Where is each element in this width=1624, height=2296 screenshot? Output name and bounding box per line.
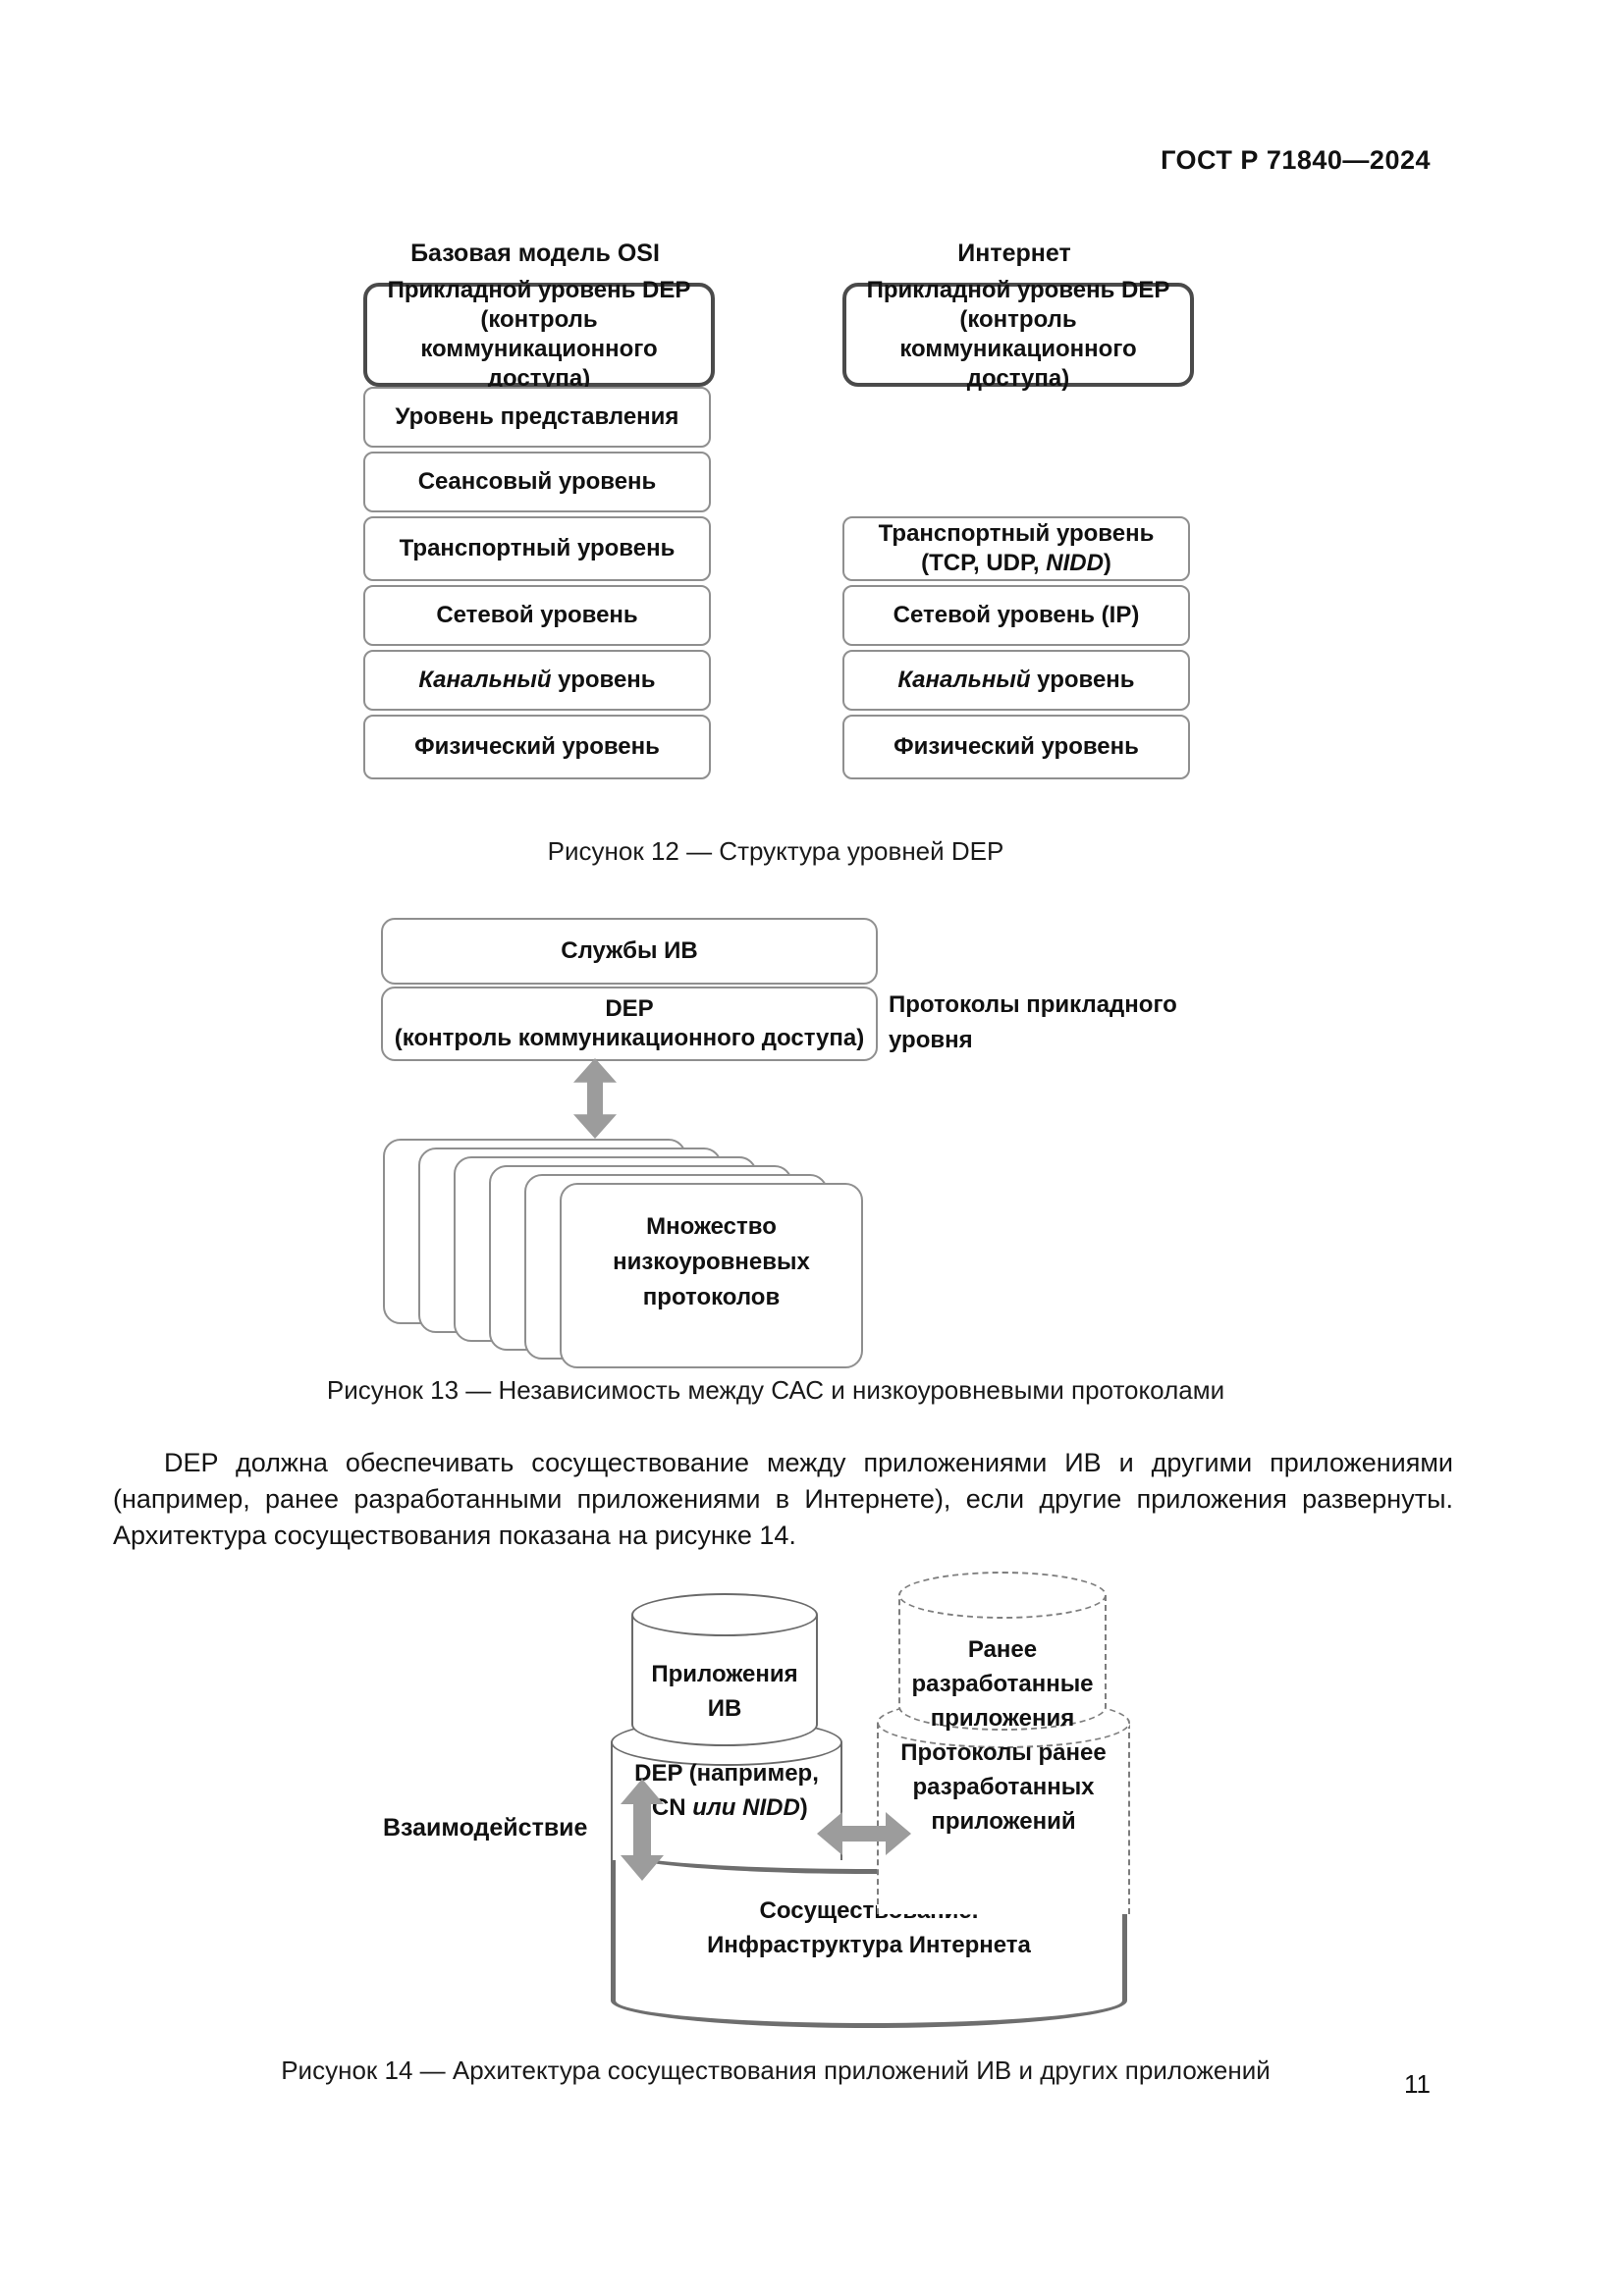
page-number: 11 — [1404, 2069, 1431, 2099]
internet-layer-physical: Физический уровень — [842, 715, 1190, 779]
vertical-double-arrow-icon — [573, 1058, 617, 1139]
internet-layer-datalink: Канальный уровень — [842, 650, 1190, 711]
figure14-caption: Рисунок 14 — Архитектура сосуществования… — [281, 2056, 1271, 2085]
osi-layer-presentation: Уровень представления — [363, 387, 711, 448]
iot-services-box: Службы ИВ — [381, 918, 878, 985]
osi-column-title: Базовая модель OSI — [410, 240, 660, 267]
osi-layer-physical: Физический уровень — [363, 715, 711, 779]
figure13-caption: Рисунок 13 — Независимость между САС и н… — [326, 1375, 1225, 1405]
internet-layer-application: Прикладной уровень DEP(контроль коммуник… — [842, 277, 1194, 392]
document-header: ГОСТ Р 71840—2024 — [1161, 145, 1431, 175]
osi-layer-network: Сетевой уровень — [363, 585, 711, 646]
iot-applications-cylinder: Приложения ИВ — [631, 1593, 818, 1746]
iot-applications-label: Приложения ИВ — [651, 1661, 798, 1722]
osi-layer-session: Сеансовый уровень — [363, 452, 711, 512]
figure12-caption: Рисунок 12 — Структура уровней DEP — [547, 836, 1004, 866]
osi-layer-datalink: Канальный уровень — [363, 650, 711, 711]
interaction-label: Взаимодействие — [383, 1814, 588, 1842]
osi-layer-transport: Транспортный уровень — [363, 516, 711, 581]
dep-cac-box: DEP(контроль коммуникационного доступа) — [381, 987, 878, 1061]
body-paragraph: DEP должна обеспечивать сосуществование … — [113, 1448, 1453, 1550]
horizontal-double-arrow-icon — [817, 1812, 911, 1855]
internet-column-title: Интернет — [957, 240, 1071, 267]
vertical-double-arrow-icon — [621, 1779, 664, 1881]
internet-layer-transport: Транспортный уровень(TCP, UDP, NIDD) — [842, 516, 1190, 581]
osi-layer-application: Прикладной уровень DEP(контроль коммуник… — [363, 277, 715, 392]
internet-layer-network: Сетевой уровень (IP) — [842, 585, 1190, 646]
